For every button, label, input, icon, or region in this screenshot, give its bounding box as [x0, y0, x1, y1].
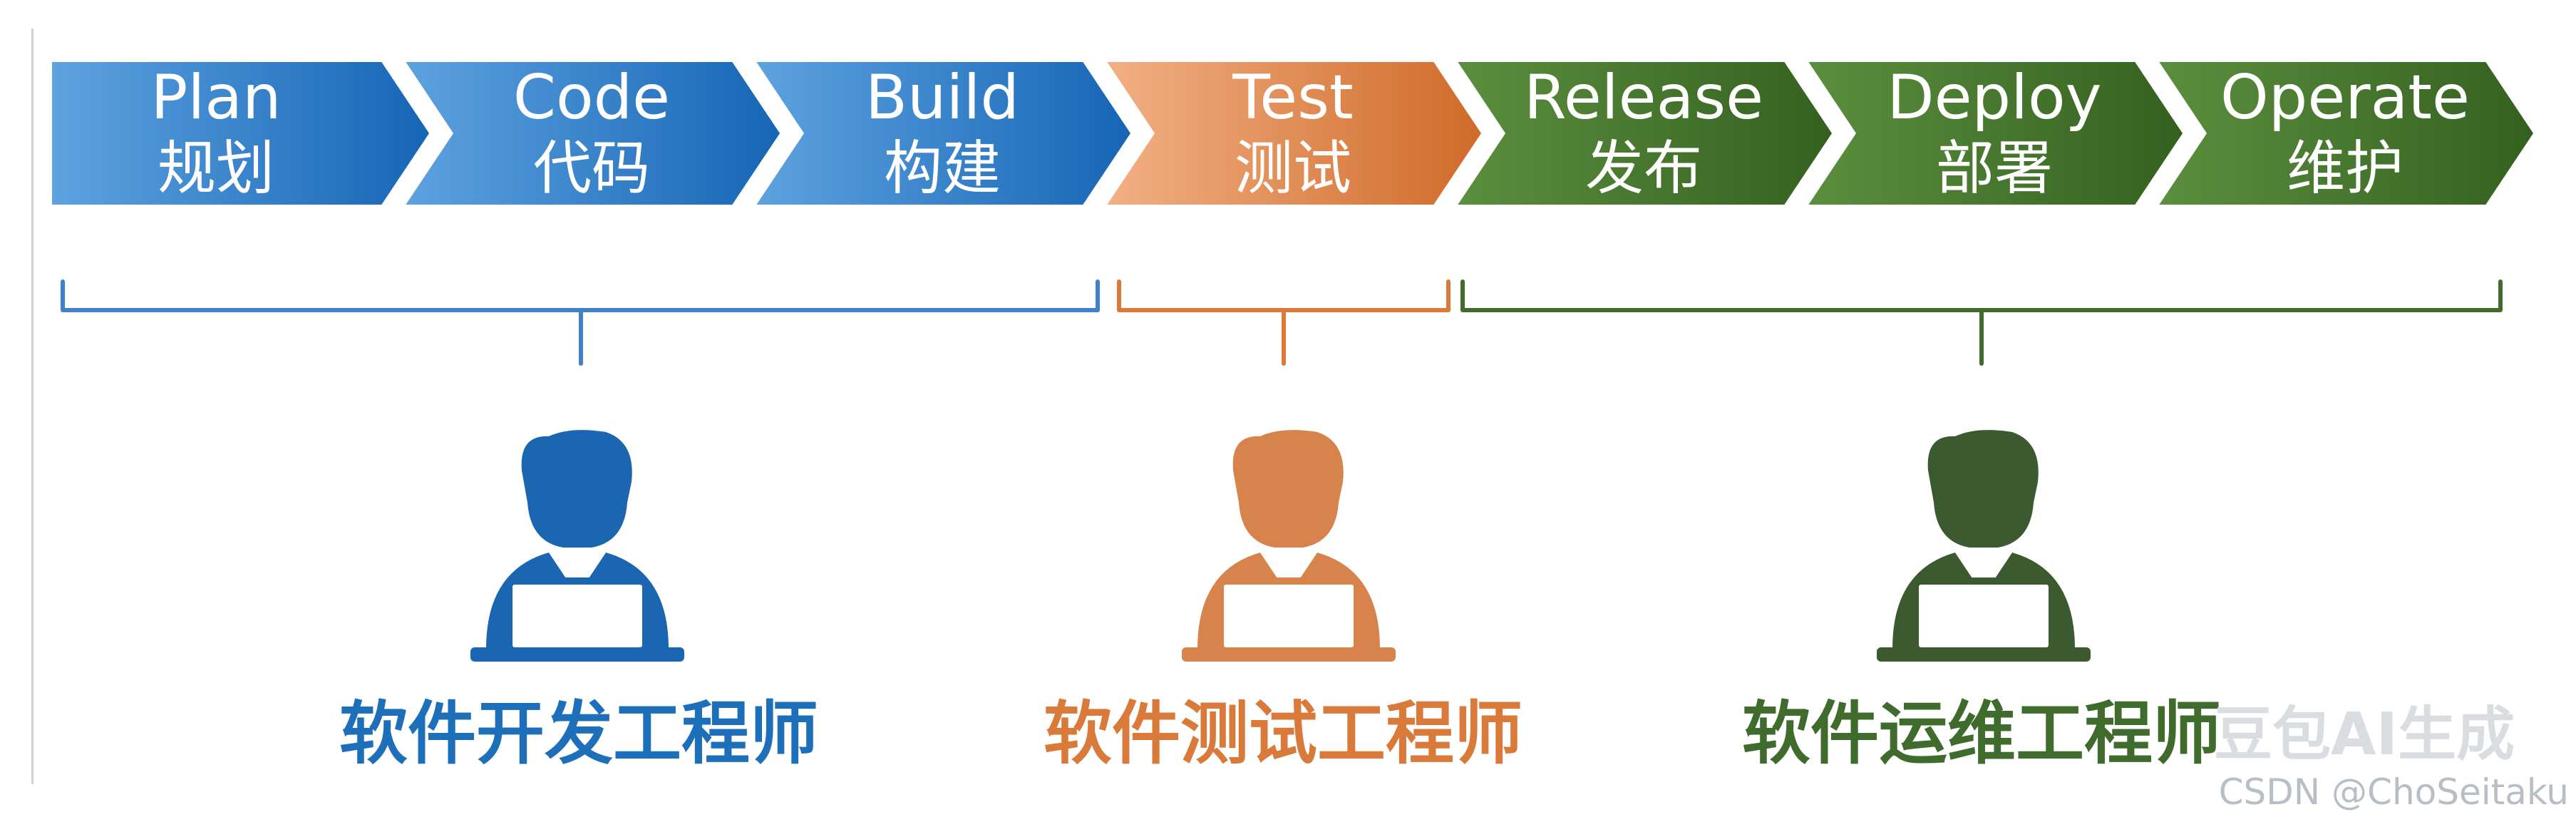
stage-plan-label-en: Plan: [151, 62, 282, 133]
stage-build-label-en: Build: [865, 62, 1019, 133]
developer-icon-laptop: [505, 577, 649, 654]
stage-release-label-zh: 发布: [1585, 135, 1702, 202]
stage-release-label-en: Release: [1524, 62, 1763, 133]
developer-icon-head: [521, 430, 632, 548]
role-brackets: [61, 279, 2503, 366]
stage-code-label-zh: 代码: [533, 135, 650, 202]
stage-plan-label-zh: 规划: [158, 135, 274, 202]
tester-icon-head: [1232, 430, 1344, 548]
stage-deploy-label-zh: 部署: [1936, 135, 2053, 202]
bracket-ops: [1460, 279, 2503, 366]
bracket-test: [1117, 279, 1451, 366]
watermark-credit: CSDN @ChoSeitaku: [2219, 771, 2569, 813]
stage-code-label-en: Code: [513, 62, 670, 133]
bracket-dev: [61, 279, 1100, 366]
stage-test-label-en: Test: [1232, 62, 1353, 133]
tester-icon: [1182, 430, 1396, 662]
stage-operate-label-zh: 维护: [2287, 135, 2404, 202]
tester-icon-collar: [1260, 548, 1317, 595]
stage-operate-label-en: Operate: [2220, 62, 2470, 133]
operator-icon-laptop: [1912, 577, 2056, 654]
operator-icon-laptop-base: [1877, 647, 2091, 662]
stage-deploy-chevron: [1795, 55, 2192, 212]
role-labels: 软件开发工程师 软件测试工程师 软件运维工程师: [339, 694, 2221, 774]
developer-icon-laptop-base: [470, 647, 684, 662]
role-figures: [470, 430, 2091, 662]
developer-icon-collar: [549, 548, 606, 595]
stage-test-chevron: [1093, 55, 1490, 212]
stage-build-chevron: [743, 55, 1140, 212]
operator-icon-collar: [1955, 548, 2012, 595]
tester-icon-laptop-base: [1182, 647, 1396, 662]
operator-icon-head: [1927, 430, 2039, 548]
tester-icon-laptop: [1217, 577, 1361, 654]
stage-operate-chevron: [2145, 55, 2542, 212]
stage-test-label-zh: 测试: [1235, 135, 1351, 202]
stage-plan-chevron: [45, 55, 438, 212]
stage-build-label-zh: 构建: [884, 135, 1001, 202]
stage-deploy-label-en: Deploy: [1887, 62, 2101, 133]
left-border-line: [31, 29, 34, 784]
watermark-logo-text: 豆包AI生成: [2214, 701, 2515, 769]
role-label-dev: 软件开发工程师: [339, 694, 818, 774]
operator-icon: [1877, 430, 2091, 662]
watermark: 豆包AI生成 CSDN @ChoSeitaku: [2214, 701, 2569, 813]
role-label-ops: 软件运维工程师: [1742, 694, 2221, 774]
stage-code-chevron: [392, 55, 789, 212]
role-label-test: 软件测试工程师: [1044, 694, 1523, 774]
pipeline-stages: Plan规划Code代码Build构建Test测试Release发布Deploy…: [45, 55, 2542, 212]
stage-release-chevron: [1444, 55, 1841, 212]
developer-icon: [470, 430, 684, 662]
